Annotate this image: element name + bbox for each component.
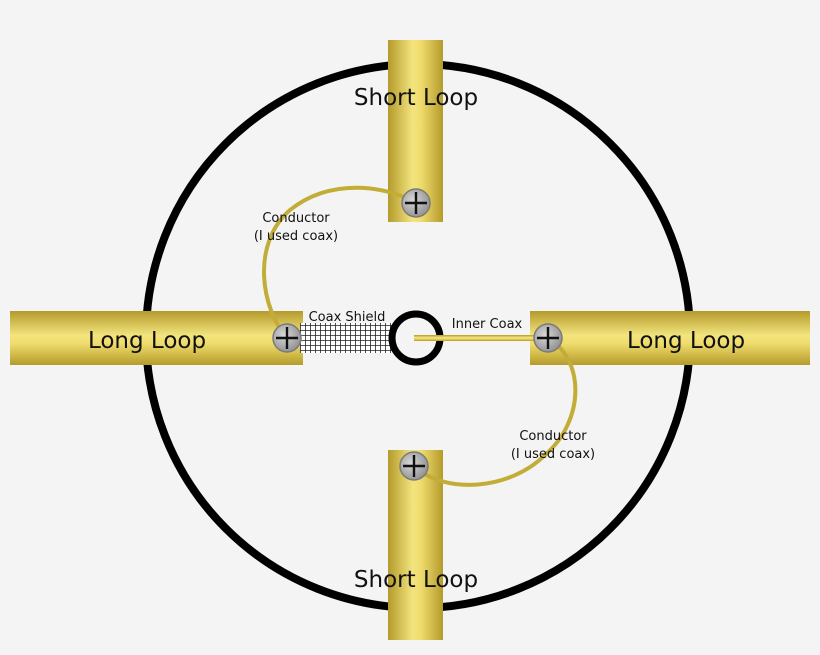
short-loop-bottom-arm: [388, 450, 443, 640]
label-conductor-upper-line1: Conductor: [262, 211, 330, 226]
screw-short-bottom: [399, 451, 429, 481]
label-short-loop-top: Short Loop: [354, 85, 478, 111]
label-conductor-upper-line2: (I used coax): [254, 229, 338, 244]
long-loop-right-arm: [530, 311, 810, 365]
screw-long-left: [272, 323, 302, 353]
conductor-wire-lower: [412, 336, 578, 487]
label-conductor-lower-line1: Conductor: [519, 429, 587, 444]
screw-short-top: [401, 188, 431, 218]
conductor-wire-upper: [262, 185, 418, 340]
label-short-loop-bottom: Short Loop: [354, 567, 478, 593]
label-long-loop-right: Long Loop: [627, 328, 745, 354]
label-coax-shield: Coax Shield: [309, 310, 386, 325]
label-conductor-lower-line2: (I used coax): [511, 447, 595, 462]
coax-shield-mesh: [300, 323, 392, 353]
screw-long-right: [533, 323, 563, 353]
label-long-loop-left: Long Loop: [88, 328, 206, 354]
label-inner-coax: Inner Coax: [452, 317, 523, 332]
inner-coax-conductor: [414, 335, 548, 341]
long-loop-left-arm: [10, 311, 303, 365]
